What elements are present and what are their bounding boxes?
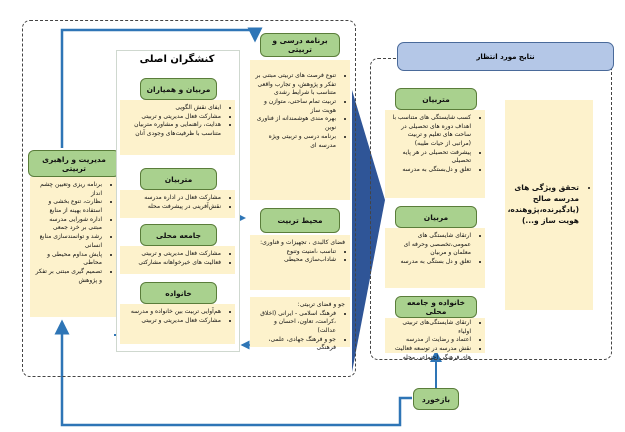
outcome-header: مربیان (395, 206, 477, 228)
list-item: تنوع فرصت های تربیتی مبتنی بر تفکر و پژو… (255, 72, 336, 98)
environment-climate: جو و فضای تربیتی: فرهنگ اسلامی - ایرانی (… (250, 297, 350, 351)
actor-header: خانواده (140, 282, 217, 304)
list-item: شاداب‌سازی محیطی (255, 256, 336, 265)
actor-header: متربیان (140, 168, 217, 190)
list-item: نظارت، تنوع بخشی و استفاده بهینه از مناب… (35, 198, 102, 215)
list-item: ارتقای شایستگی های عمومی،تخصصی وحرفه ای … (390, 232, 471, 258)
curriculum-content: تنوع فرصت های تربیتی مبتنی بر تفکر و پژو… (250, 60, 350, 200)
list-item: نقش‌آفرینی در پیشرفت محله (125, 203, 221, 212)
list-item: تربیت تمام ساحتی، متوازن و هویت ساز (255, 98, 336, 115)
list-item: ارتقای شایستگی‌های تربیتی اولیاء (390, 319, 471, 336)
environment-physical: فضای کالبدی ، تجهیزات و فناوری: تناسب ،ام… (250, 235, 350, 290)
actor-content: هم‌آوایی تربیت بین خانواده و مدرسهمشارکت… (120, 304, 235, 344)
list-item: نقش مدرسه در توسعه فعالیت های فرهنگی اجت… (390, 345, 471, 362)
intro-text: جو و فضای تربیتی: (297, 301, 345, 308)
list-item: پایش مداوم محیطی و محاطی (35, 251, 102, 268)
list-item: تناسب ،امنیت وتنوع (255, 248, 336, 257)
list-item: برنامه درسی و تربیتی ویژه مدرسه ای (255, 133, 336, 150)
list-item: مشارکت فعال مدیریتی و تربیتی (125, 250, 221, 259)
arrow-feedback-loop (54, 319, 412, 427)
list-item: تحقق ویژگی های مدرسه صالح (یادگیرنده،پژو… (508, 183, 579, 227)
list-item: ایفای نقش الگویی (125, 104, 221, 113)
outcome-content: ارتقای شایستگی‌های تربیتی اولیاءاعتماد و… (385, 318, 485, 361)
actors-title: کنشگران اصلی (139, 54, 215, 65)
arrow-management-to-curriculum (60, 27, 263, 148)
management-header: مدیریت و راهبری تربیتی (28, 150, 120, 177)
list-item: تصمیم گیری مبتنی بر تفکر و پژوهش (35, 268, 102, 285)
actor-header: جامعه محلی (140, 224, 217, 246)
list-item: هم‌آوایی تربیت بین خانواده و مدرسه (125, 308, 221, 317)
list-item: رشد و توانمندسازی منابع انسانی (35, 233, 102, 250)
list-item: مشارکت فعال مدیریتی و تربیتی (125, 317, 221, 326)
actor-header: مربیان و همیاران (140, 78, 217, 100)
list-item: مشارکت فعال در اداره مدرسه (125, 194, 221, 203)
list-item: مشارکت فعال مدیریتی و تربیتی (125, 113, 221, 122)
actor-content: مشارکت فعال مدیریتی و تربیتیفعالیت های خ… (120, 246, 235, 274)
list-item: برنامه ریزی وتعیین چشم انداز (35, 181, 102, 198)
outcome-content: کسب شایستگی های متناسب با اهداف دوره های… (385, 110, 485, 198)
list-item: اعتماد و رضایت از مدرسه (390, 336, 471, 345)
curriculum-header: برنامه درسی و تربیتی (260, 33, 340, 57)
outcome-header: خانواده و جامعه محلی (395, 296, 477, 318)
list-item: جو و فرهنگ جهادی، علمی، فرهنگی (255, 336, 336, 353)
list-item: پیشرفت تحصیلی در هر پایه تحصیلی (390, 149, 471, 166)
outcomes-header: نتایج مورد انتظار (397, 42, 614, 71)
list-item: هدایت، راهنمایی و مشاوره متربیان متناسب … (125, 121, 221, 138)
outcome-content: ارتقای شایستگی های عمومی،تخصصی وحرفه ای … (385, 228, 485, 288)
list-item: تعلق و دل بستگی به مدرسه (390, 258, 471, 267)
list-item: فرهنگ اسلامی - ایرانی (اخلاق ،کرامت، تعا… (255, 310, 336, 336)
list-item: کسب شایستگی های متناسب با اهداف دوره های… (390, 114, 471, 149)
outcome-header: متربیان (395, 88, 477, 110)
environment-header: محیط تربیت (260, 208, 340, 233)
big-flow-arrow (352, 90, 385, 372)
actor-content: مشارکت فعال در اداره مدرسهنقش‌آفرینی در … (120, 190, 235, 218)
management-content: برنامه ریزی وتعیین چشم اندازنظارت، تنوع … (30, 177, 116, 317)
inputs-frame (22, 20, 356, 377)
final-outcome: تحقق ویژگی های مدرسه صالح (یادگیرنده،پژو… (505, 100, 593, 310)
list-item: اداره شورایی مدرسه مبتنی بر خرد جمعی (35, 216, 102, 233)
list-item: فعالیت های خیرخواهانه مشارکتی (125, 259, 221, 268)
list-item: بهره مندی هوشمندانه از فناوری نوین (255, 115, 336, 132)
actor-content: ایفای نقش الگوییمشارکت فعال مدیریتی و تر… (120, 100, 235, 155)
feedback-box: بازخورد (413, 388, 459, 410)
intro-text: فضای کالبدی ، تجهیزات و فناوری: (260, 239, 345, 246)
list-item: تعلق و دل‌بستگی به مدرسه (390, 166, 471, 175)
